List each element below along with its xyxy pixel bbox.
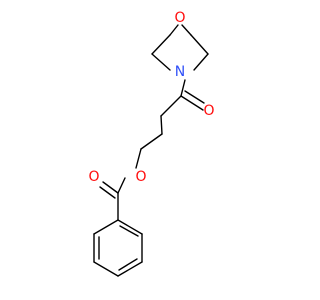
atom-labels: O N O O O	[88, 10, 214, 185]
double-bond	[184, 90, 205, 104]
bond	[135, 148, 142, 169]
aromatic-inner-bond	[119, 225, 139, 237]
bond	[160, 95, 182, 117]
bond	[151, 53, 171, 71]
atom-o-ester: O	[135, 169, 146, 185]
atom-o-morpholine: O	[174, 10, 185, 26]
aromatic-inner-bond	[118, 258, 138, 271]
bond	[190, 34, 209, 55]
molecule-structure: O N O O O	[88, 10, 215, 277]
bond	[193, 53, 209, 71]
bond	[117, 177, 126, 194]
atom-o-amide: O	[203, 103, 214, 119]
double-bond	[99, 186, 116, 199]
bond	[140, 133, 163, 150]
double-bond	[102, 181, 119, 194]
atom-o-ester-carbonyl: O	[88, 169, 99, 185]
bond	[93, 219, 119, 235]
bonds	[93, 24, 209, 277]
bond	[117, 219, 143, 235]
bond	[151, 34, 171, 55]
bond	[180, 79, 186, 97]
bond	[160, 115, 163, 135]
bond	[93, 261, 119, 277]
bond	[181, 24, 192, 36]
atom-n-morpholine: N	[175, 64, 185, 80]
bond	[169, 24, 179, 36]
bond	[117, 261, 143, 277]
double-bond	[180, 95, 204, 111]
